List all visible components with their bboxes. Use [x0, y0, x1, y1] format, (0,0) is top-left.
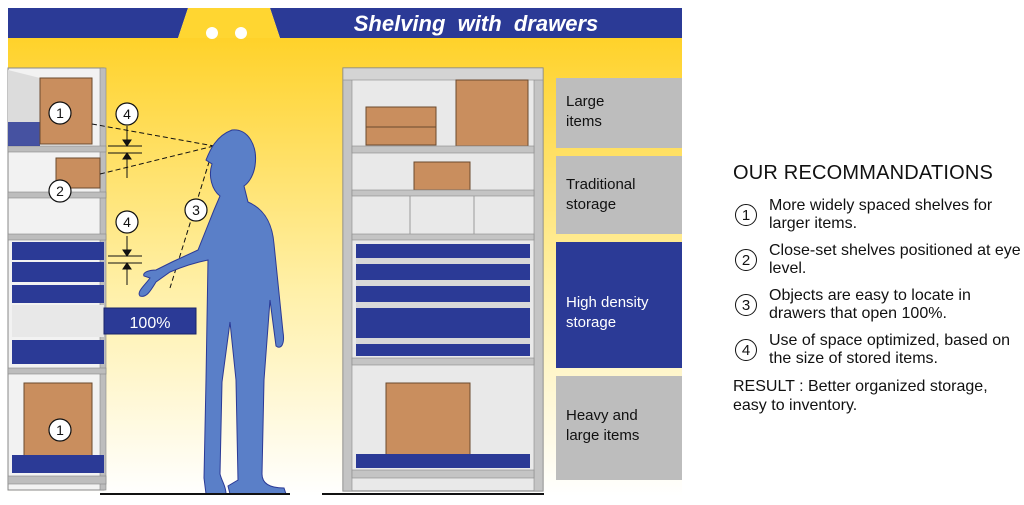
svg-text:4: 4	[123, 106, 131, 122]
svg-text:2: 2	[56, 183, 64, 199]
spacing-indicator-top	[108, 126, 142, 178]
title-notch	[178, 8, 280, 38]
blue-shelf-edge	[8, 122, 40, 146]
open-drawer	[103, 307, 197, 335]
svg-text:1: 1	[56, 422, 64, 438]
top-shelf-board	[7, 145, 107, 153]
recommendation-item: 3 Objects are easy to locate in drawers …	[733, 287, 1024, 323]
recommendations-heading: OUR RECOMMANDATIONS	[733, 162, 994, 184]
drawer-stack	[356, 244, 530, 356]
svg-text:Large: Large	[566, 93, 604, 110]
recommendation-number: 3	[735, 294, 757, 316]
recommendation-text: Objects are easy to locate in drawers th…	[769, 287, 971, 322]
shelf-board	[351, 189, 535, 197]
svg-text:High density: High density	[566, 294, 649, 311]
marker-1-top: 1	[48, 101, 72, 125]
svg-text:Heavy and: Heavy and	[566, 407, 638, 424]
svg-text:items: items	[566, 113, 602, 130]
drawer	[12, 455, 104, 473]
shelf-board	[351, 145, 535, 154]
right-unit-post-left	[342, 67, 353, 492]
drawer	[12, 340, 104, 364]
shelf-board	[351, 357, 535, 366]
diagram-title: Shelving with drawers	[354, 11, 599, 36]
recommendation-number: 2	[735, 249, 757, 271]
recommendation-item: 4 Use of space optimized, based on the s…	[733, 332, 1024, 368]
top-board	[342, 67, 544, 81]
shelf-board	[351, 469, 535, 479]
box-heavy	[385, 382, 471, 460]
recommendation-item: 2 Close-set shelves positioned at eye le…	[733, 242, 1024, 278]
svg-text:Traditional: Traditional	[566, 176, 635, 193]
open-drawer-label: 100%	[130, 315, 171, 332]
recommendation-number: 1	[735, 204, 757, 226]
marker-2: 2	[48, 179, 72, 203]
box-small	[413, 161, 471, 191]
svg-text:large items: large items	[566, 427, 639, 444]
svg-text:4: 4	[123, 214, 131, 230]
drawer	[12, 262, 104, 282]
recommendation-text: Use of space optimized, based on the siz…	[769, 332, 1011, 367]
title-bar	[8, 8, 188, 38]
marker-4-top: 4	[115, 102, 139, 126]
drawer	[12, 285, 104, 303]
drawer-gap	[12, 305, 104, 337]
recommendations-result: RESULT : Better organized storage, easy …	[733, 378, 988, 414]
svg-text:3: 3	[192, 202, 200, 218]
svg-text:1: 1	[56, 105, 64, 121]
notch-dot	[206, 27, 218, 39]
category-large-items: Large items	[556, 78, 682, 148]
right-unit-post-right	[533, 67, 544, 492]
shelf-board	[7, 475, 107, 485]
recommendation-text: More widely spaced shelves for larger it…	[769, 197, 993, 232]
recommendation-text: Close-set shelves positioned at eye leve…	[769, 242, 1021, 277]
svg-text:storage: storage	[566, 314, 616, 331]
recommendation-item: 1 More widely spaced shelves for larger …	[733, 197, 1024, 233]
recommendation-number: 4	[735, 339, 757, 361]
marker-1-bottom: 1	[48, 418, 72, 442]
shelf-board	[7, 367, 107, 375]
category-high-density-storage: High density storage	[556, 242, 682, 368]
box-stack	[365, 126, 437, 146]
drawer	[356, 454, 530, 468]
shelf-board	[7, 233, 107, 241]
recommendations-panel: OUR RECOMMANDATIONS 1 More widely spaced…	[733, 162, 1024, 415]
box-stack	[365, 106, 437, 128]
shelf-board	[351, 233, 535, 241]
drawer	[12, 242, 104, 260]
box-large	[455, 79, 529, 147]
category-traditional-storage: Traditional storage	[556, 156, 682, 234]
svg-text:storage: storage	[566, 196, 616, 213]
marker-3: 3	[184, 198, 208, 222]
spacing-indicator-mid	[108, 236, 142, 285]
title-bar-right	[270, 8, 682, 38]
category-heavy-large-items: Heavy and large items	[556, 376, 682, 480]
right-shelving-unit	[342, 67, 544, 492]
marker-4-mid: 4	[115, 210, 139, 234]
notch-dot	[235, 27, 247, 39]
